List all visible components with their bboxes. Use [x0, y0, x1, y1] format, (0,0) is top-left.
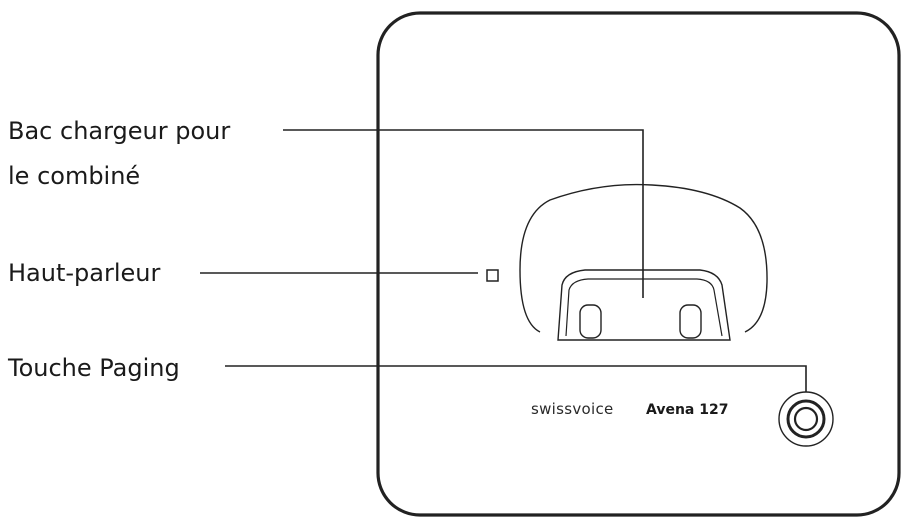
label-paging-button: Touche Paging	[7, 354, 180, 382]
brand-name: swissvoice	[531, 400, 614, 418]
cradle-contact-platform	[557, 269, 731, 341]
model-name: Avena 127	[646, 402, 728, 418]
speaker-icon	[486, 269, 499, 282]
leader-line-charger	[283, 129, 644, 298]
paging-button-ring	[786, 399, 826, 439]
charging-cradle	[519, 183, 768, 333]
charging-contact-left	[579, 304, 602, 339]
label-charger-line2: le combiné	[8, 162, 140, 190]
label-charger-line1: Bac chargeur pour	[8, 117, 230, 145]
label-speaker: Haut-parleur	[8, 259, 160, 287]
paging-button-inner	[793, 406, 819, 432]
charging-contact-right	[679, 304, 702, 339]
leader-line-paging	[225, 365, 807, 392]
base-station-body	[376, 11, 901, 517]
